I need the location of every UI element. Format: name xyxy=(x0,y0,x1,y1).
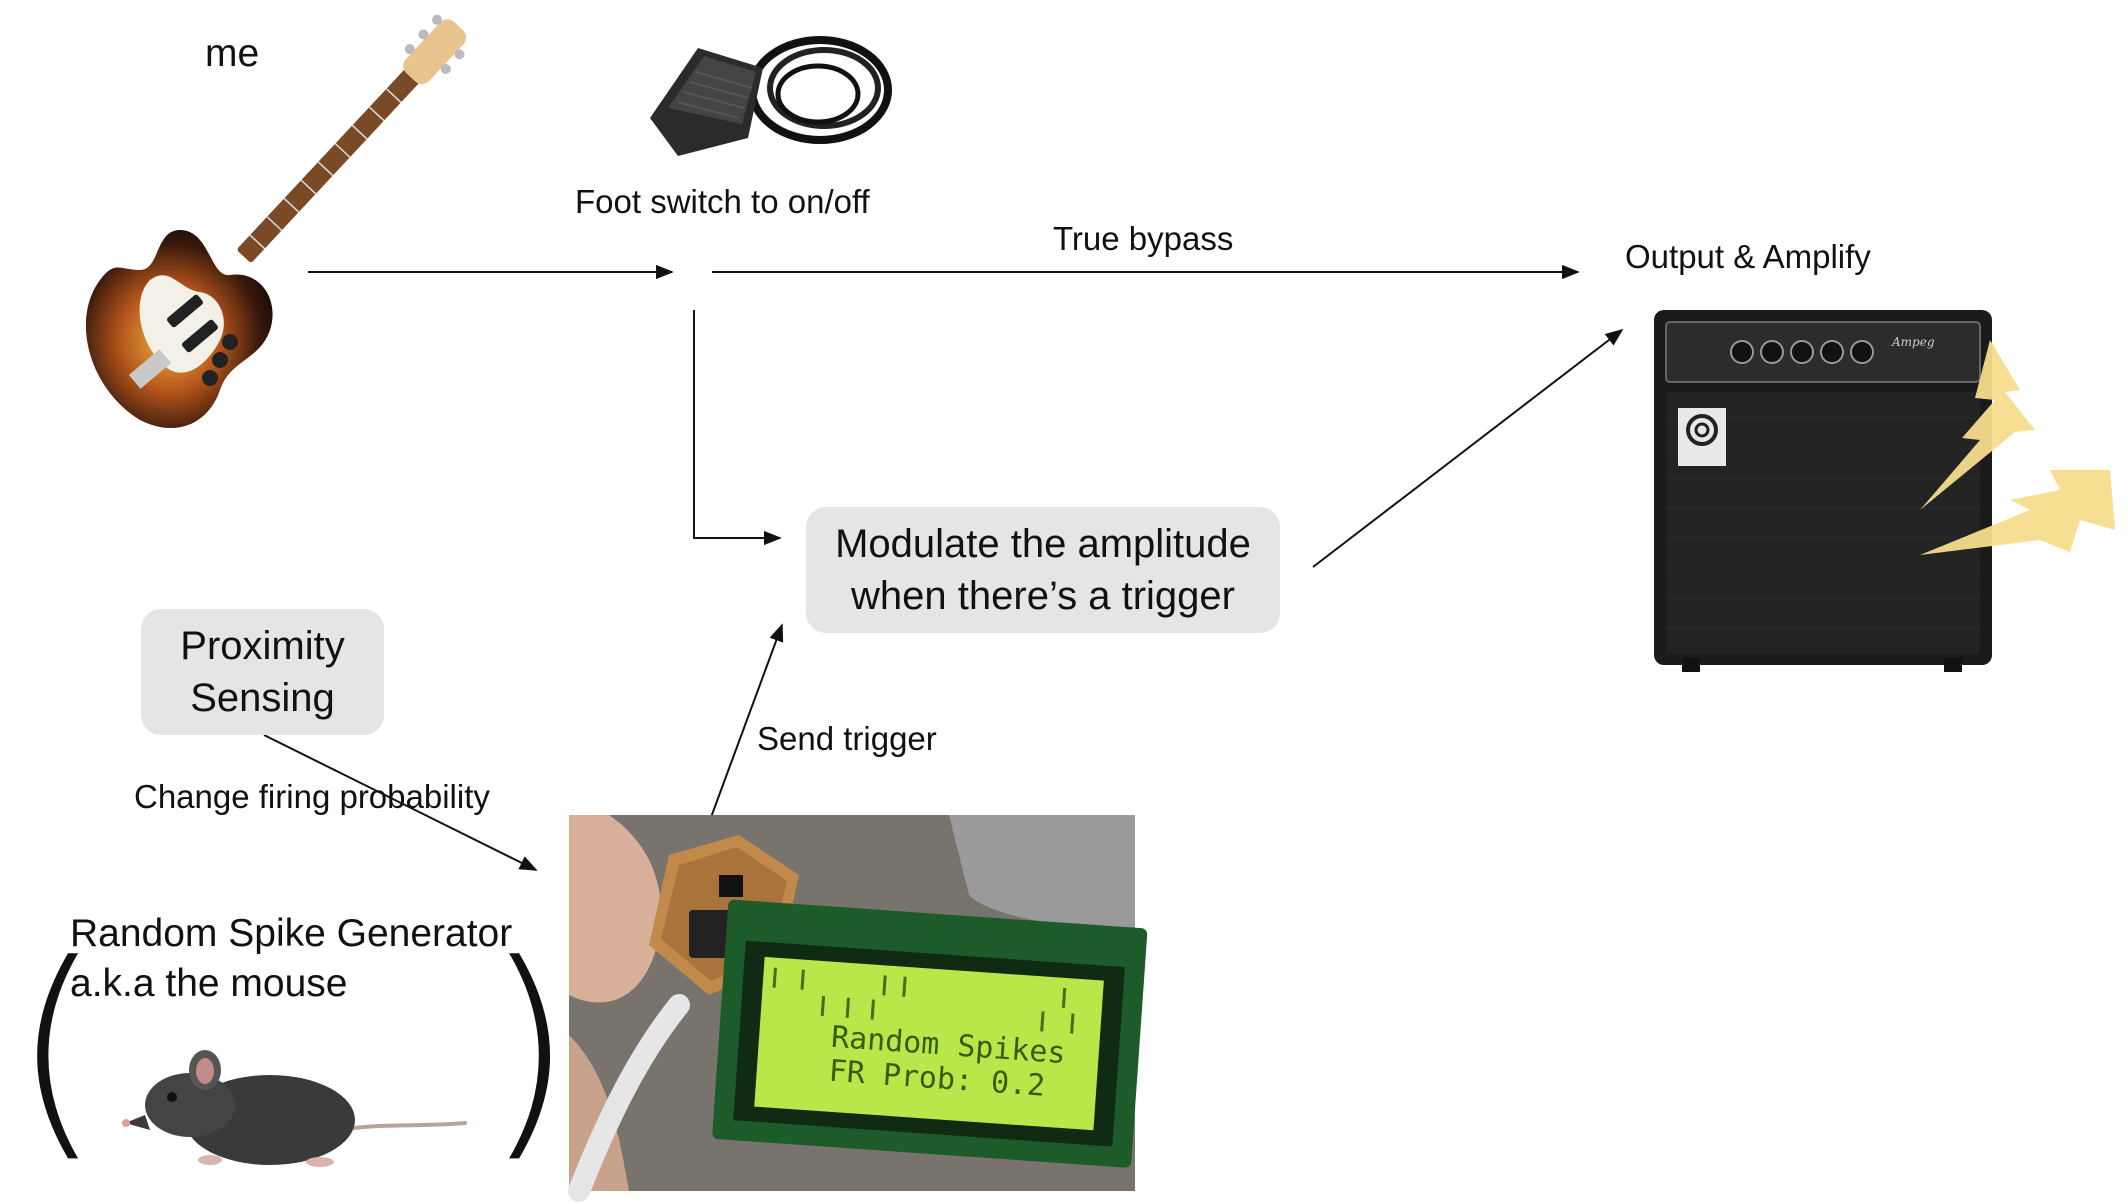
foot-switch-icon xyxy=(650,36,892,156)
left-parenthesis: ( xyxy=(12,916,102,1183)
proximity-line-2: Sensing xyxy=(190,676,335,720)
label-me: me xyxy=(205,32,260,75)
arrow-send-trigger xyxy=(709,623,784,821)
amp-brand-text: Ampeg xyxy=(1891,335,1935,349)
modulate-amplitude-box: Modulate the amplitude when there’s a tr… xyxy=(806,507,1280,633)
mouse-animal-icon xyxy=(122,1050,467,1167)
bass-guitar-icon xyxy=(85,14,467,429)
arrow-switch-to-modulate xyxy=(693,310,782,546)
label-aka-mouse: a.k.a the mouse xyxy=(70,962,348,1005)
label-true-bypass: True bypass xyxy=(1053,220,1234,257)
lightning-icon xyxy=(1920,340,2115,555)
proximity-line-1: Proximity xyxy=(180,624,345,668)
label-change-firing: Change firing probability xyxy=(134,778,490,815)
modulate-line-1: Modulate the amplitude xyxy=(835,522,1251,566)
circuit-board-photo: Random Spikes FR Prob: 0.2 xyxy=(568,815,1148,1202)
proximity-sensing-box: Proximity Sensing xyxy=(141,609,384,735)
right-parenthesis: ) xyxy=(484,916,574,1183)
bass-amplifier-icon: Ampeg xyxy=(1654,310,1992,672)
label-output-amplify: Output & Amplify xyxy=(1625,238,1871,275)
modulate-line-2: when there’s a trigger xyxy=(851,574,1235,618)
label-send-trigger: Send trigger xyxy=(757,720,937,757)
arrow-modulate-to-amp xyxy=(1312,328,1624,568)
label-foot-switch: Foot switch to on/off xyxy=(575,183,870,220)
label-random-spike-generator: Random Spike Generator xyxy=(70,912,513,955)
arrow-proximity-to-board xyxy=(263,734,538,871)
